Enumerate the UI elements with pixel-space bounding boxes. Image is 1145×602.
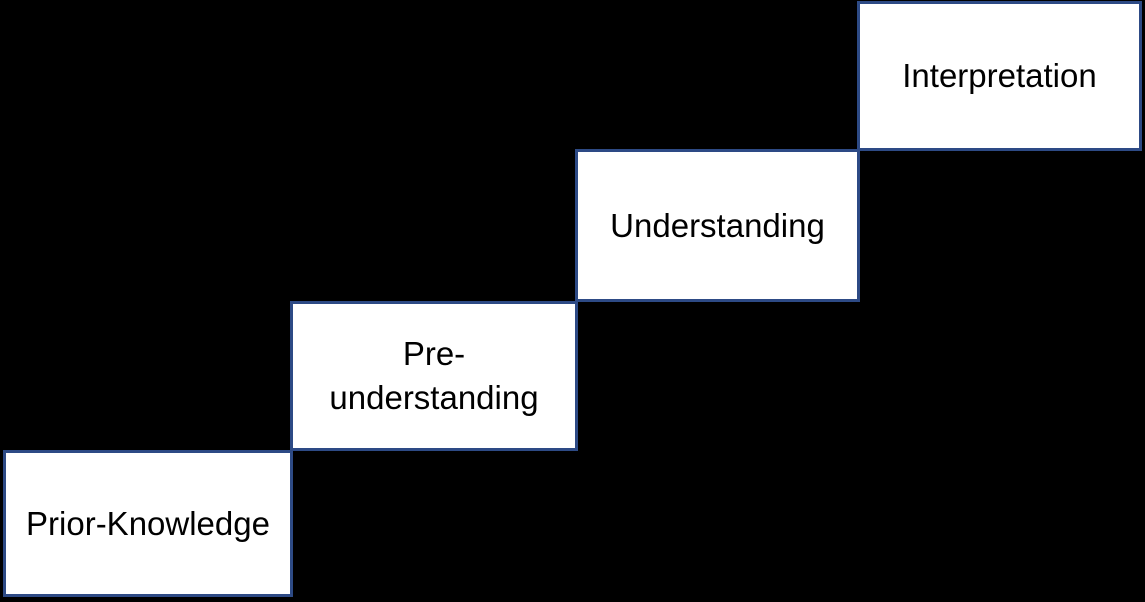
step-label-pre-understanding: Pre-understanding [329, 335, 539, 416]
step-box-interpretation: Interpretation [857, 1, 1142, 151]
step-box-pre-understanding: Pre-understanding [290, 301, 578, 451]
step-box-prior-knowledge: Prior-Knowledge [3, 450, 293, 597]
step-label-prior-knowledge: Prior-Knowledge [26, 504, 270, 542]
step-label-interpretation: Interpretation [902, 57, 1097, 95]
step-label-understanding: Understanding [610, 206, 825, 244]
step-box-understanding: Understanding [575, 149, 860, 302]
